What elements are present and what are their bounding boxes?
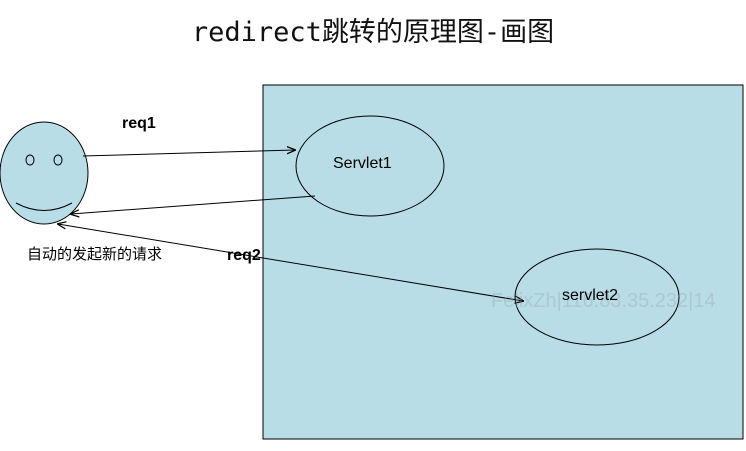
req2-arrow bbox=[58, 224, 523, 301]
servlet1-label: Servlet1 bbox=[333, 155, 392, 172]
req1-label: req1 bbox=[122, 115, 156, 132]
req2-label: req2 bbox=[227, 247, 261, 264]
client-note-label: 自动的发起新的请求 bbox=[27, 245, 163, 263]
diagram-title: redirect跳转的原理图-画图 bbox=[191, 17, 555, 48]
response-redirect-arrow bbox=[71, 195, 316, 214]
req1-arrow bbox=[82, 150, 295, 157]
watermark: FelixZh|116.83.35.232|14 bbox=[491, 290, 716, 312]
servlet2-label: servlet2 bbox=[562, 287, 619, 304]
client-smiley-icon bbox=[0, 121, 89, 225]
servlet1-node bbox=[295, 115, 445, 217]
